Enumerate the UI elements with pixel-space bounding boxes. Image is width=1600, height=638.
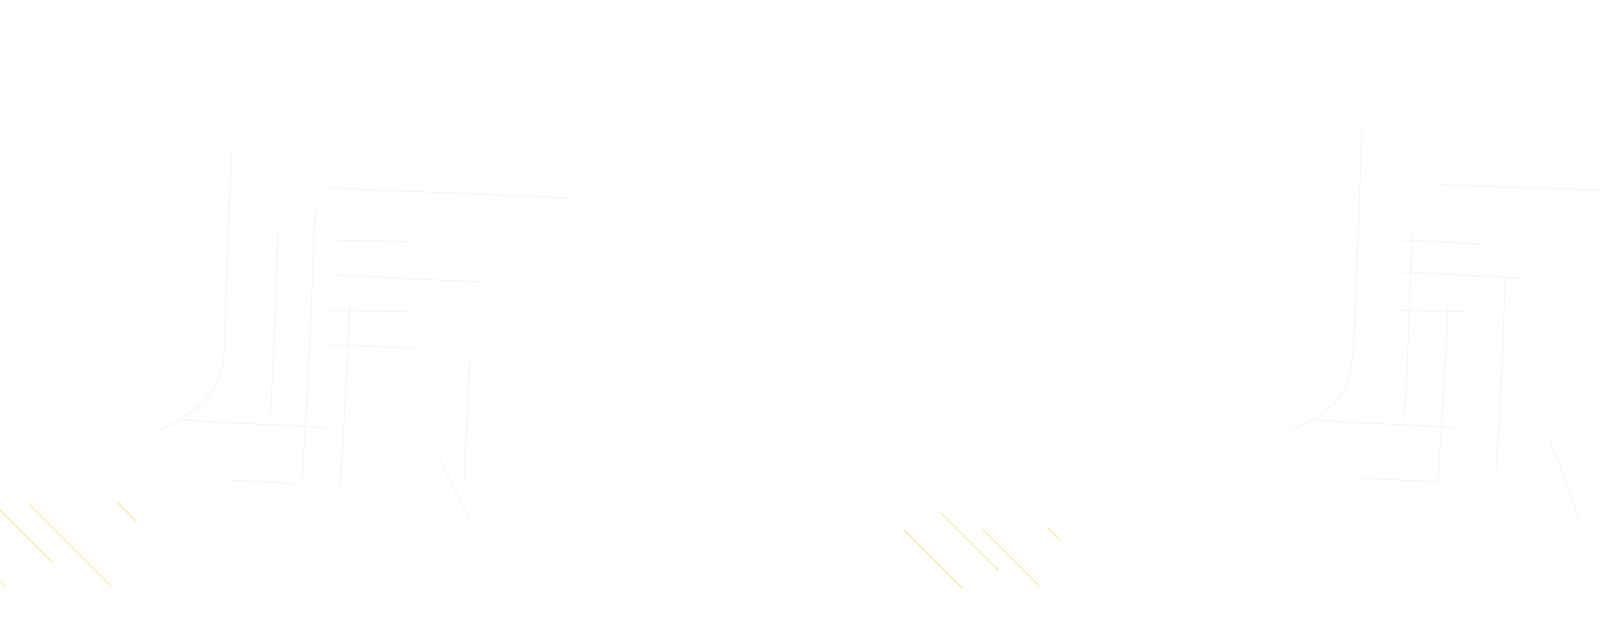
right-building-base xyxy=(1309,419,1461,429)
left-diagonal-line-2 xyxy=(29,504,111,586)
right-building-outline xyxy=(1289,129,1600,521)
middle-diagonal-line-4 xyxy=(1047,527,1061,541)
right-building-window-3 xyxy=(1399,309,1471,313)
left-building-step xyxy=(229,479,301,485)
left-diagonal-line-3 xyxy=(117,502,137,522)
right-building-wall xyxy=(1289,129,1363,431)
left-building-inner-wall xyxy=(269,229,279,421)
right-building-roof xyxy=(1439,184,1600,191)
right-building-diag xyxy=(1549,439,1581,521)
middle-diagonal-line-3 xyxy=(982,529,1041,588)
left-diagonal-line-4 xyxy=(0,580,5,586)
left-building-column xyxy=(301,209,316,481)
left-building-window-3 xyxy=(329,309,411,313)
right-building-step xyxy=(1359,477,1441,483)
left-building-base xyxy=(179,419,331,429)
right-building-window-2 xyxy=(1401,271,1521,279)
middle-diagonal-line-1 xyxy=(903,529,963,589)
left-building-column-2 xyxy=(339,299,351,491)
left-building-window-4 xyxy=(329,344,421,349)
left-building-tower xyxy=(463,359,471,481)
left-building-wall xyxy=(159,149,233,431)
left-building-outline xyxy=(159,149,571,521)
right-building-window-1 xyxy=(1401,239,1481,245)
left-building-roof xyxy=(329,187,571,199)
left-diagonal-lines xyxy=(0,502,137,586)
left-building-window-2 xyxy=(334,274,481,283)
middle-diagonal-line-2 xyxy=(939,511,999,571)
right-building-column xyxy=(1437,299,1449,481)
middle-diagonal-lines xyxy=(903,511,1061,589)
left-building-window-1 xyxy=(334,239,411,243)
left-diagonal-line-1 xyxy=(0,509,53,563)
right-building-inner-wall xyxy=(1403,229,1413,421)
right-building-column-2 xyxy=(1495,279,1506,471)
left-building-diag xyxy=(439,459,471,521)
